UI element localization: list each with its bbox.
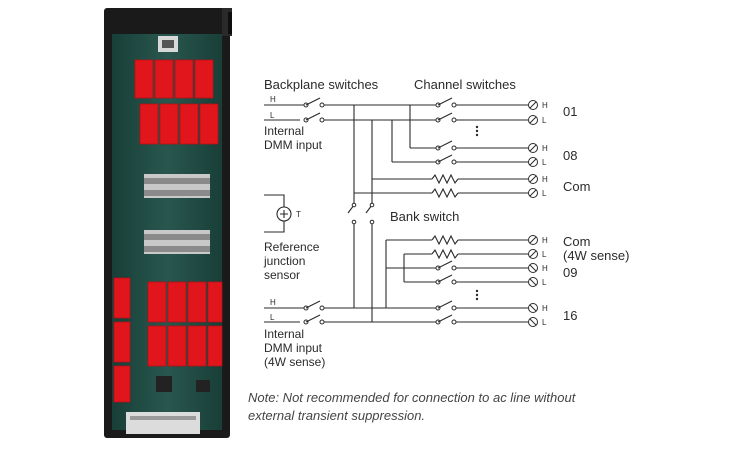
pin-l-com4w: L	[542, 250, 547, 259]
terminal-com4w-l	[528, 249, 538, 259]
terminal-com-h	[528, 174, 538, 184]
internal-dmm-label-1: Internal	[264, 124, 304, 138]
pin-l-com: L	[542, 189, 547, 198]
ref-label-2: junction	[263, 254, 305, 268]
note-line-2: external transient suppression.	[248, 408, 425, 423]
terminal-com4w-h	[528, 235, 538, 245]
pin-h-com4w: H	[542, 236, 548, 245]
channel-16-label: 16	[563, 308, 577, 323]
internal-dmm-4w-label-2: DMM input	[264, 341, 323, 355]
heading-bank-switch: Bank switch	[390, 209, 459, 224]
terminal-ch08-l	[528, 157, 538, 167]
channel-09-label: 09	[563, 265, 577, 280]
pin-l-bottom: L	[270, 313, 275, 322]
pin-l-ch16: L	[542, 318, 547, 327]
terminal-block-lower	[144, 230, 210, 254]
heading-backplane-switches: Backplane switches	[264, 77, 379, 92]
terminal-ch08-h	[528, 143, 538, 153]
ellipsis-lower	[475, 289, 479, 301]
ref-label-3: sensor	[264, 268, 300, 282]
pin-h-bottom: H	[270, 298, 276, 307]
com4w-label-1: Com	[563, 234, 590, 249]
pin-h-ch01: H	[542, 101, 548, 110]
relay-bank-top	[134, 59, 219, 145]
pin-h-top: H	[270, 95, 276, 104]
terminal-ch16-h	[528, 303, 538, 313]
internal-dmm-4w-label-1: Internal	[264, 327, 304, 341]
terminal-com-l	[528, 188, 538, 198]
pin-l-top: L	[270, 111, 275, 120]
ref-label-1: Reference	[264, 240, 320, 254]
internal-dmm-label-2: DMM input	[264, 138, 323, 152]
com4w-label-2: (4W sense)	[563, 248, 629, 263]
pin-h-ch08: H	[542, 144, 548, 153]
channel-08-label: 08	[563, 148, 577, 163]
pin-h-ch16: H	[542, 304, 548, 313]
module-photo	[104, 8, 232, 438]
sensor-t-label: T	[296, 210, 301, 219]
terminal-ch09-h	[528, 263, 538, 273]
reference-junction-sensor: T	[264, 194, 301, 233]
pin-l-ch09: L	[542, 278, 547, 287]
pin-l-ch01: L	[542, 116, 547, 125]
pin-l-ch08: L	[542, 158, 547, 167]
terminal-ch09-l	[528, 277, 538, 287]
terminal-block-upper	[144, 174, 210, 198]
heading-channel-switches: Channel switches	[414, 77, 516, 92]
terminal-ch16-l	[528, 317, 538, 327]
internal-dmm-4w-label-3: (4W sense)	[264, 355, 325, 369]
bank-switch	[347, 202, 375, 225]
schematic: Backplane switches Channel switches Bank…	[248, 77, 629, 423]
note-line-1: Note: Not recommended for connection to …	[248, 390, 577, 405]
relay-bank-bottom	[113, 277, 223, 403]
terminal-ch01-l	[528, 115, 538, 125]
terminal-ch01-h	[528, 100, 538, 110]
channel-01-label: 01	[563, 104, 577, 119]
pin-h-com: H	[542, 175, 548, 184]
com-label: Com	[563, 179, 590, 194]
pin-h-ch09: H	[542, 264, 548, 273]
ellipsis-upper	[475, 125, 479, 137]
